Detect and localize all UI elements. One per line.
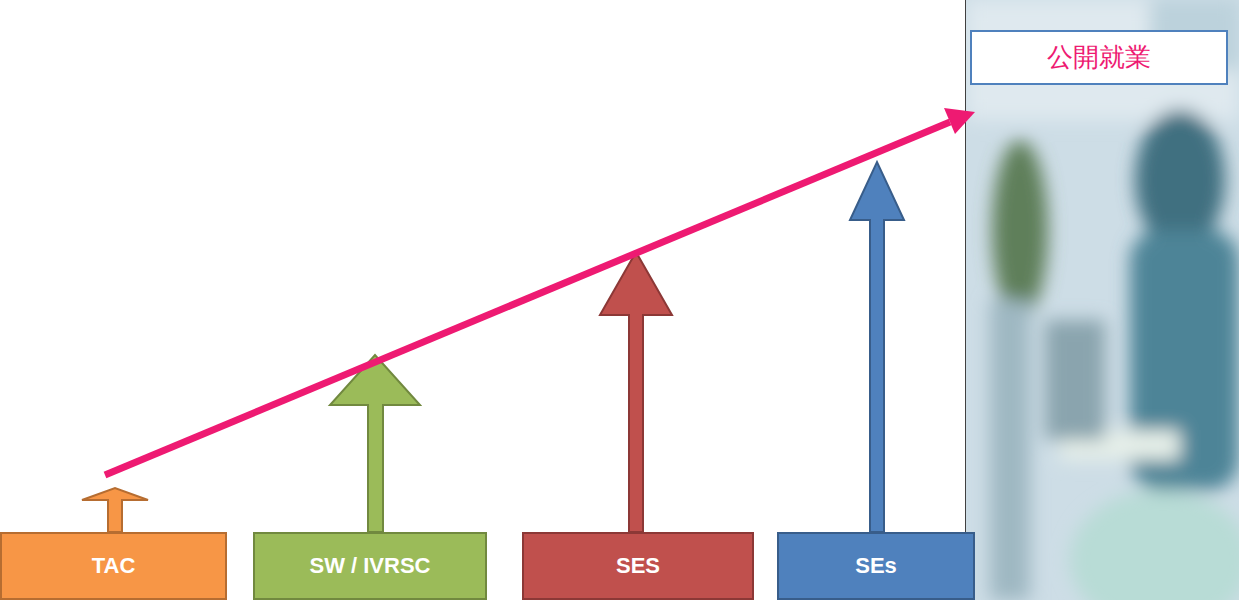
box-label: 公開就業: [1047, 40, 1151, 75]
box-label: SW / IVRSC: [309, 553, 430, 579]
photo-furniture: [1070, 490, 1239, 600]
photo-figure: [1135, 110, 1225, 250]
photo-plant: [992, 140, 1048, 320]
box-label: TAC: [92, 553, 136, 579]
up-arrow: [600, 252, 672, 532]
divider-line: [965, 0, 966, 600]
up-arrow: [850, 162, 904, 532]
stage-box: SES: [522, 532, 754, 600]
photo-chair: [1045, 320, 1105, 440]
up-arrow: [82, 488, 148, 532]
photo: [966, 0, 1239, 600]
box-label: SES: [616, 553, 660, 579]
trend-line: [105, 122, 950, 475]
photo-column: [990, 300, 1030, 600]
stage-box: SW / IVRSC: [253, 532, 487, 600]
trend-arrowhead: [944, 108, 975, 134]
stage-box: TAC: [0, 532, 227, 600]
stage-box: SEs: [777, 532, 975, 600]
up-arrow: [330, 355, 420, 532]
goal-box: 公開就業: [970, 30, 1228, 85]
photo-wall: [966, 0, 1239, 120]
box-label: SEs: [855, 553, 897, 579]
